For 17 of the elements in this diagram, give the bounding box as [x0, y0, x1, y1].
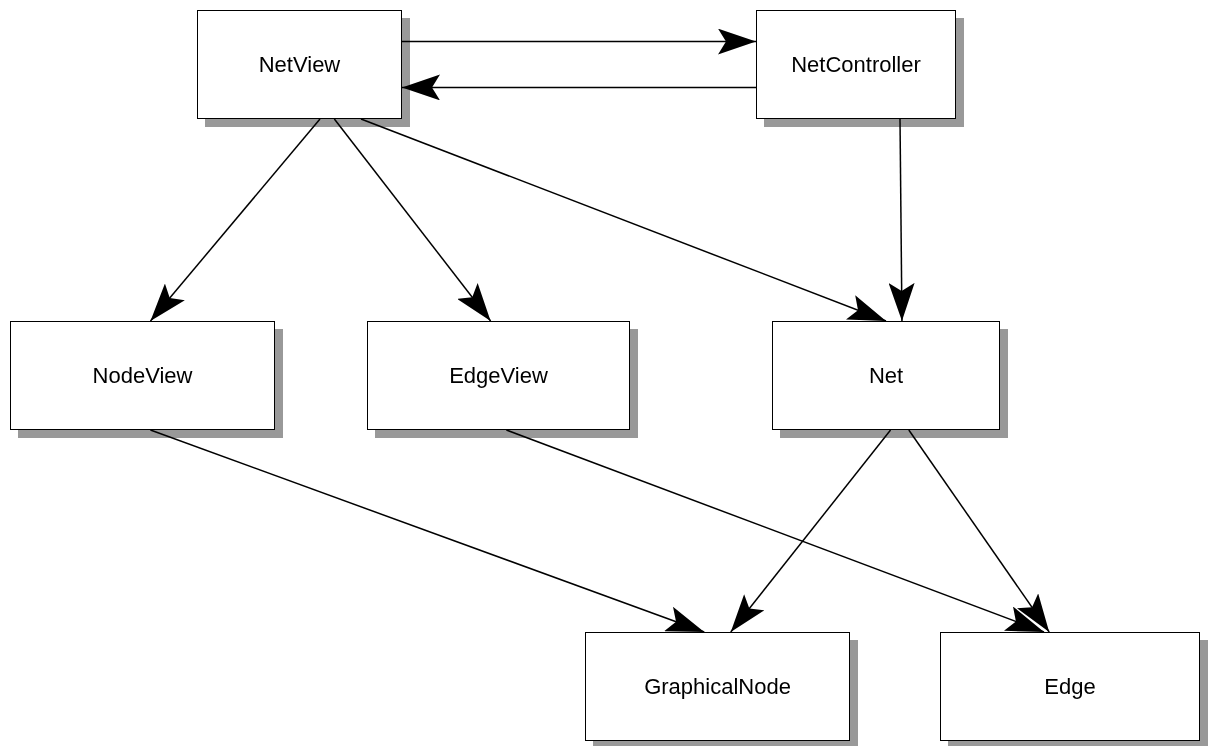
arrow: [149, 118, 321, 322]
arrow: [149, 429, 705, 633]
arrow: [505, 429, 1045, 633]
class-name: NetController: [791, 51, 921, 79]
arrow: [333, 118, 492, 322]
arrow: [888, 118, 915, 322]
class-name: Net: [868, 362, 904, 390]
arrow: [401, 28, 757, 55]
class-name: GraphicalNode: [644, 673, 791, 701]
class-name: NodeView: [92, 362, 193, 390]
arrow: [401, 74, 757, 101]
arrow: [908, 429, 1050, 633]
class-name: NetView: [258, 51, 341, 79]
class-name: EdgeView: [449, 362, 548, 390]
arrow: [360, 118, 887, 322]
class-name: Edge: [1044, 673, 1096, 701]
arrow: [730, 429, 892, 633]
